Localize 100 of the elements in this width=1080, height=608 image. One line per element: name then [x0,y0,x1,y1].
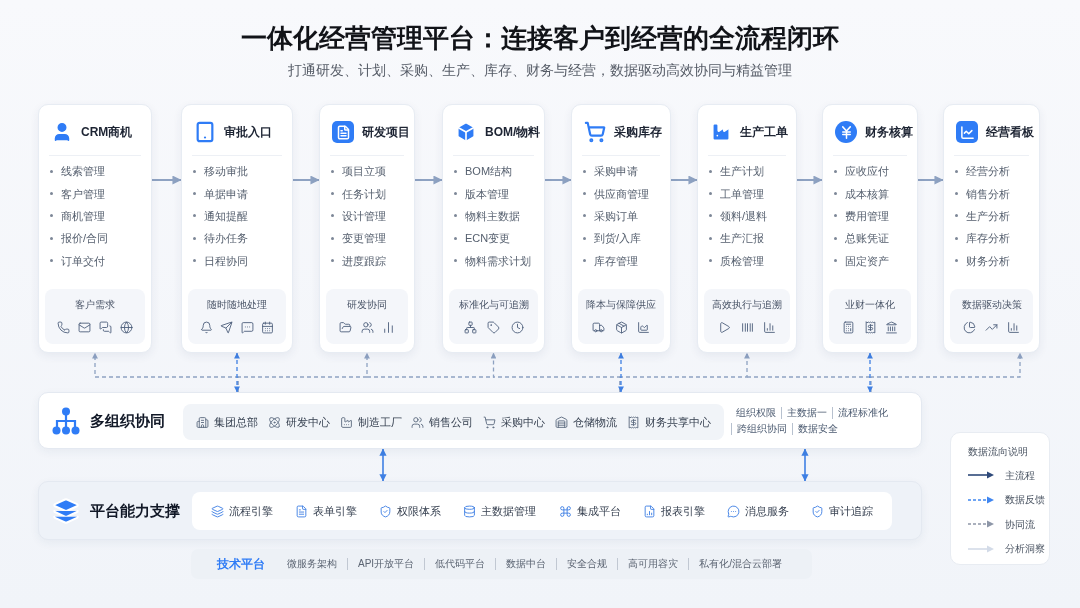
list-item: 线索管理 [61,164,105,179]
arrow [917,175,944,185]
capability-label: 消息服务 [744,504,789,518]
legend-label: 主流程 [1005,468,1035,482]
panel-caption: 高效执行与追溯 [712,298,782,311]
list-item: 移动审批 [204,164,248,179]
card-footer-panel [704,289,790,344]
panel-caption: 降本与保障供应 [586,298,656,311]
list-item: 任务计划 [342,186,386,201]
arrow [801,448,809,482]
card-title: BOM/物料 [485,124,541,140]
bar-title: 技术平台 [217,556,265,572]
legend-title: 数据流向说明 [968,445,1028,458]
list-item: 订单交付 [61,253,105,268]
card-footer-panel [45,289,145,344]
arrow [414,175,443,185]
module-card [442,104,545,353]
module-card [38,104,152,353]
dashed-arrow [870,352,1023,393]
panel-caption: 客户需求 [75,298,115,311]
list-item: 生产分析 [966,208,1010,223]
list-item: 商机管理 [61,208,105,223]
band-title: 多组织协同 [90,411,165,430]
unit-label: 采购中心 [501,415,546,429]
list-item: 到货/入库 [594,231,642,246]
module-card [822,104,918,353]
tech-platform-bar [191,549,812,579]
dashed-arrow [237,352,370,393]
list-item: 库存分析 [966,231,1010,246]
list-item: 工单管理 [720,186,764,201]
page-title: 一体化经营管理平台：连接客户到经营的全流程闭环 [241,22,839,54]
card-footer-panel [578,289,664,344]
card-footer-panel [950,289,1033,344]
list-item: 报价/合同 [61,231,109,246]
list-item: 经营分析 [966,164,1010,179]
panel-caption: 业财一体化 [845,298,895,311]
panel-caption: 随时随地处理 [207,298,267,311]
list-item: 库存管理 [594,253,638,268]
arrow [796,175,823,185]
tech-label: 微服务架构 [286,558,338,570]
card-title: 审批入口 [224,124,272,140]
list-item: 生产汇报 [720,231,764,246]
arrow [379,448,387,482]
list-item: 项目立项 [342,164,386,179]
subtitle: 打通研发、计划、采购、生产、库存、财务与经营，数据驱动高效协同与精益管理 [288,61,792,79]
list-item: 通知提醒 [204,208,248,223]
list-item: 应收应付 [845,164,889,179]
tech-label: API开放平台 [347,558,425,570]
list-item: 领料/退料 [720,208,768,223]
band-title: 平台能力支撑 [90,501,180,520]
list-item: 物料主数据 [465,208,520,223]
arrow [151,175,182,185]
capability-label: 表单引擎 [313,504,358,518]
unit-label: 制造工厂 [357,415,402,429]
list-item: 待办任务 [204,231,248,246]
legend-label: 分析洞察 [1005,542,1045,556]
feature-label: 流程标准化 [832,406,893,419]
layer-band [38,481,922,540]
card-title: 采购库存 [614,124,662,140]
arrow [292,175,320,185]
feature-label: 组织权限 [735,406,777,419]
legend-label: 协同流 [1005,517,1035,531]
list-item: 销售分析 [966,186,1010,201]
feature-label: 跨组织协同 [731,422,792,435]
list-item: 固定资产 [845,253,889,268]
panel-caption: 标准化与可追溯 [458,298,529,311]
list-item: 费用管理 [845,208,889,223]
tech-label: 低代码平台 [424,558,496,570]
capability-label: 流程引擎 [229,504,274,518]
list-item: 质检管理 [720,253,764,268]
feature-label: 主数据一 [781,406,832,419]
arrow [544,175,572,185]
list-item: 成本核算 [845,186,889,201]
card-title: 财务核算 [865,124,913,140]
unit-label: 财务共享中心 [645,415,711,429]
list-item: 采购申请 [594,164,638,179]
capability-label: 权限体系 [397,504,442,518]
tech-label: 私有化/混合云部署 [688,558,792,570]
list-item: 变更管理 [342,231,386,246]
card-footer-panel [829,289,911,344]
dashed-arrow [618,352,624,393]
list-item: 采购订单 [594,208,638,223]
list-item: 进度跟踪 [342,253,386,268]
dashed-arrow [619,352,750,393]
card-title: 生产工单 [740,124,788,140]
list-item: 客户管理 [61,186,105,201]
list-item: 版本管理 [465,186,509,201]
module-card [697,104,797,353]
org-unit-panel [183,404,724,440]
capability-label: 主数据管理 [481,504,537,518]
capability-label: 报表引擎 [660,504,705,518]
list-item: 单据申请 [204,186,248,201]
module-card [181,104,293,353]
panel-caption: 数据驱动决策 [961,298,1022,311]
list-item: 总账凭证 [845,231,889,246]
layer-band [38,392,922,449]
list-item: ECN变更 [465,231,511,246]
tech-label: 数据中台 [495,558,557,570]
list-item: 生产计划 [720,164,764,179]
module-card [319,104,415,353]
